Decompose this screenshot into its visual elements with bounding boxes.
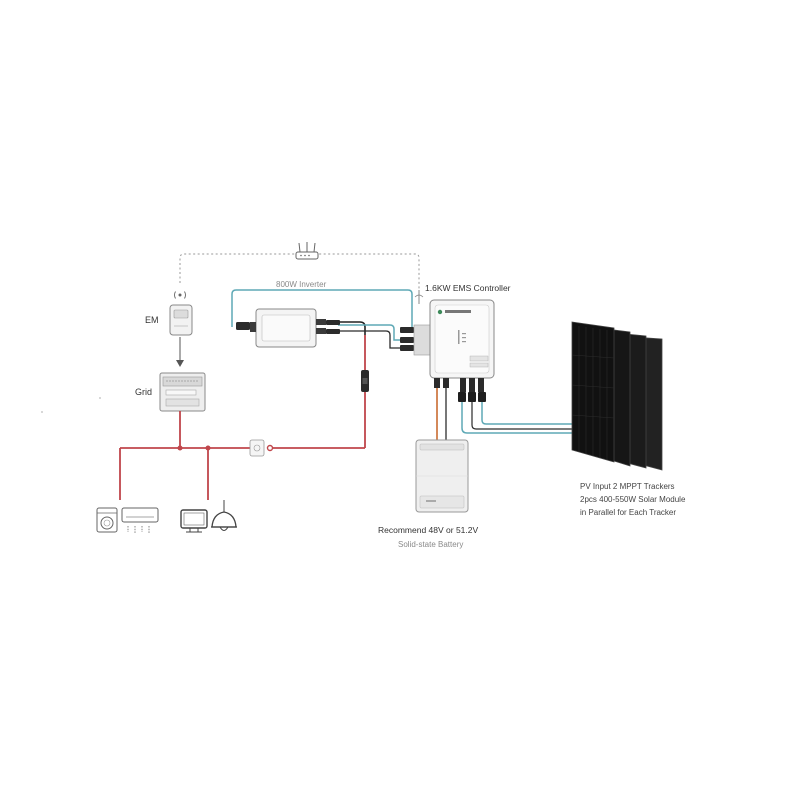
pv-link-line-top bbox=[231, 289, 430, 331]
pv-string-line-2 bbox=[471, 402, 580, 430]
ems-controller-label: 1.6KW EMS Controller bbox=[425, 283, 511, 293]
ac-connector-icon bbox=[361, 370, 369, 392]
stray-dot bbox=[41, 411, 43, 413]
lamp-icon bbox=[211, 500, 237, 531]
distribution-panel-icon bbox=[159, 372, 206, 412]
energy-meter-icon bbox=[169, 304, 193, 336]
ac-junction-node bbox=[177, 445, 183, 451]
ac-wiring bbox=[119, 335, 366, 500]
pv-link-line-right bbox=[338, 324, 430, 341]
pv-label-line2: 2pcs 400-550W Solar Module bbox=[580, 495, 686, 504]
ems-controller-icon bbox=[429, 299, 495, 379]
ems-antenna-icon bbox=[414, 290, 424, 304]
pv-link-line-right-2 bbox=[338, 330, 430, 349]
tv-icon bbox=[180, 509, 208, 533]
wifi-router-icon bbox=[295, 242, 319, 260]
inverter-ac-cable bbox=[325, 321, 366, 335]
battery-sublabel: Solid-state Battery bbox=[398, 540, 464, 549]
pv-string-line-3 bbox=[481, 402, 580, 425]
grid-label: Grid bbox=[135, 387, 153, 397]
air-conditioner-icon bbox=[121, 507, 159, 533]
ac-plug-node bbox=[266, 444, 274, 452]
data-link-line bbox=[179, 253, 420, 300]
pv-label-line1: PV Input 2 MPPT Trackers bbox=[580, 482, 675, 491]
pv-label-line3: in Parallel for Each Tracker bbox=[580, 508, 677, 517]
battery-label: Recommend 48V or 51.2V bbox=[378, 525, 479, 535]
ems-bottom-connectors bbox=[434, 378, 486, 402]
meter-arrow-head bbox=[176, 360, 184, 367]
solar-panel-icon bbox=[571, 321, 663, 471]
wall-socket-icon bbox=[249, 439, 265, 457]
micro-inverter-icon bbox=[236, 308, 340, 348]
em-label: EM bbox=[145, 315, 159, 325]
battery-icon bbox=[415, 439, 469, 513]
pv-string-line-1 bbox=[461, 402, 580, 434]
ems-input-connectors bbox=[400, 324, 431, 356]
wireless-signal-icon bbox=[174, 291, 186, 299]
inverter-label: 800W Inverter bbox=[276, 280, 327, 289]
stray-dot bbox=[99, 397, 101, 399]
washing-machine-icon bbox=[96, 507, 118, 533]
ac-junction-node bbox=[205, 445, 211, 451]
